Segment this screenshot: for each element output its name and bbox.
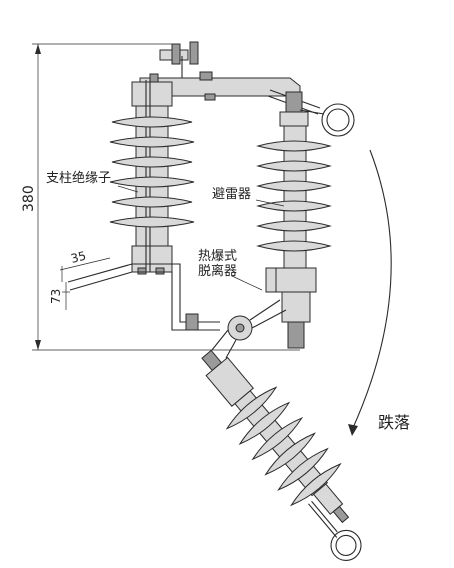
dimension-73-label: 73 [49, 289, 63, 304]
arrester-upper [256, 91, 355, 349]
drop-arc [348, 149, 392, 436]
dimension-380-label: 380 [21, 185, 37, 212]
label-post-insulator: 支柱绝缘子 [46, 170, 111, 186]
label-arrester: 避雷器 [212, 187, 251, 202]
dimension-35: 35 [59, 249, 111, 282]
dimension-73: 73 [49, 282, 70, 310]
disconnector-linkage [211, 299, 287, 359]
dimension-35-label: 35 [69, 249, 87, 266]
label-disconnector-1: 热爆式 [198, 249, 237, 264]
post-insulator [109, 80, 195, 275]
label-disconnector-2: 脱离器 [198, 263, 237, 279]
arrester-fallen [201, 349, 362, 561]
bottom-bracket [67, 263, 220, 331]
dimension-380: 380 [21, 43, 300, 351]
label-drop: 跌落 [378, 413, 410, 432]
